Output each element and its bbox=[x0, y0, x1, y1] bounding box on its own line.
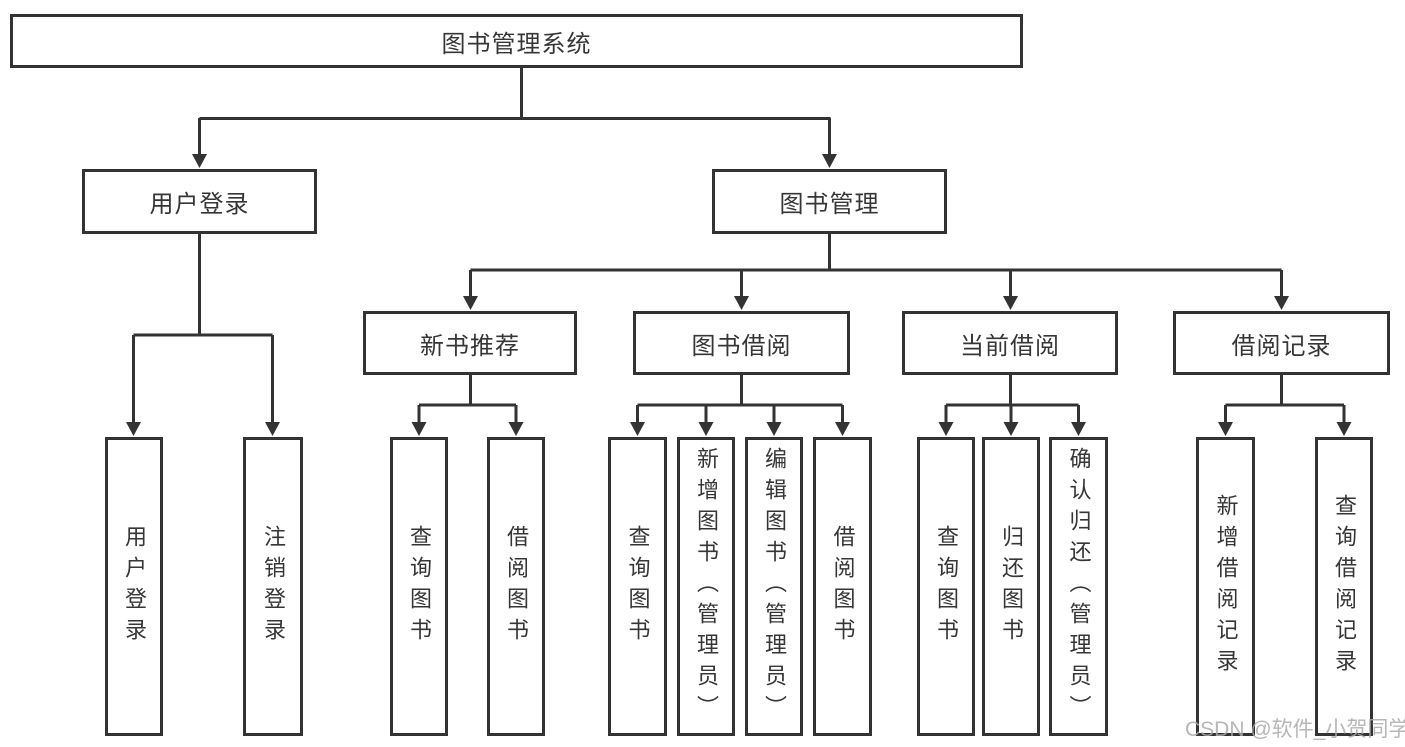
node-label: 借阅图书 bbox=[830, 524, 856, 649]
node-label: 用户登录 bbox=[149, 191, 250, 218]
node-label: 编辑图书（管理员） bbox=[762, 447, 787, 726]
leaf-bb-edit-books-admin: 编辑图书（管理员） bbox=[745, 437, 803, 736]
node-label: 归还图书 bbox=[999, 524, 1024, 649]
connector-records-children bbox=[1224, 375, 1346, 423]
node-label: 用户登录 bbox=[122, 524, 147, 649]
arrowheads-user-login-children bbox=[126, 422, 280, 436]
node-label: 查询图书 bbox=[934, 524, 959, 649]
node-book-borrowing: 图书借阅 bbox=[633, 311, 850, 375]
arrowheads-borrow-children bbox=[630, 422, 850, 436]
leaf-cb-query-books: 查询图书 bbox=[917, 437, 975, 736]
node-label: 图书管理 bbox=[779, 191, 880, 218]
arrowheads-rec-children bbox=[411, 422, 524, 436]
leaf-cb-confirm-return-admin: 确认归还（管理员） bbox=[1049, 437, 1108, 736]
leaf-bb-borrow-books: 借阅图书 bbox=[813, 437, 872, 736]
arrowheads-level2 bbox=[192, 154, 837, 168]
node-label: 查询借阅记录 bbox=[1332, 493, 1357, 680]
connector-borrow-children bbox=[636, 375, 844, 423]
leaf-bb-query-books: 查询图书 bbox=[608, 437, 667, 736]
node-label: 借阅记录 bbox=[1231, 332, 1332, 360]
node-label: 新增图书（管理员） bbox=[694, 447, 719, 726]
leaf-bb-add-books-admin: 新增图书（管理员） bbox=[677, 437, 735, 736]
leaf-cb-return-books: 归还图书 bbox=[982, 437, 1040, 736]
arrowheads-current-children bbox=[938, 422, 1086, 436]
node-label: 图书借阅 bbox=[691, 332, 792, 360]
leaf-logout: 注销登录 bbox=[243, 437, 303, 736]
node-label: 注销登录 bbox=[261, 524, 286, 649]
leaf-br-add-record: 新增借阅记录 bbox=[1196, 437, 1255, 736]
connector-current-children bbox=[944, 375, 1080, 423]
leaf-rec-borrow-books: 借阅图书 bbox=[487, 437, 545, 736]
leaf-user-login: 用户登录 bbox=[105, 437, 163, 736]
node-label: 新书推荐 bbox=[420, 332, 520, 360]
connector-root-to-level2 bbox=[198, 68, 831, 155]
connector-book-mgmt-children bbox=[469, 234, 1283, 297]
node-book-management: 图书管理 bbox=[712, 169, 947, 234]
node-label: 查询图书 bbox=[407, 524, 432, 649]
node-label: 当前借阅 bbox=[960, 332, 1060, 360]
connector-user-login-children bbox=[132, 234, 274, 423]
node-label: 新增借阅记录 bbox=[1213, 493, 1239, 680]
node-user-login: 用户登录 bbox=[82, 169, 317, 234]
node-new-book-recommendation: 新书推荐 bbox=[363, 311, 577, 375]
arrowheads-records-children bbox=[1218, 422, 1352, 436]
node-current-borrowing: 当前借阅 bbox=[902, 311, 1118, 375]
arrowheads-book-mgmt-children bbox=[463, 296, 1289, 310]
leaf-rec-query-books: 查询图书 bbox=[390, 437, 448, 736]
node-label: 确认归还（管理员） bbox=[1066, 447, 1092, 726]
node-label: 图书管理系统 bbox=[441, 30, 592, 58]
leaf-br-query-record: 查询借阅记录 bbox=[1315, 437, 1373, 736]
csdn-watermark: CSDN @软件_小贺同学 bbox=[1185, 718, 1405, 741]
node-borrowing-records: 借阅记录 bbox=[1173, 311, 1390, 375]
node-book-management-system: 图书管理系统 bbox=[10, 14, 1023, 68]
node-label: 查询图书 bbox=[625, 524, 651, 649]
node-label: 借阅图书 bbox=[504, 524, 529, 649]
connector-rec-children bbox=[417, 375, 518, 423]
